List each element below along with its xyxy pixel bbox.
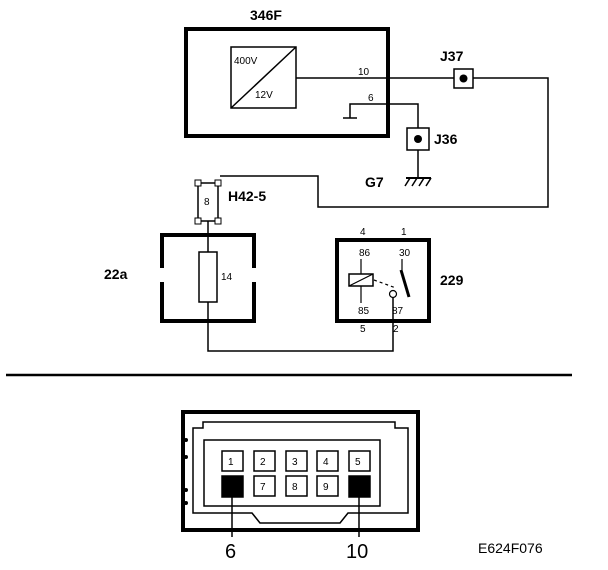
h42-body xyxy=(197,182,219,222)
converter-box xyxy=(184,27,390,138)
h42-tab-tr xyxy=(214,179,222,187)
ground-hatch-4 xyxy=(425,177,432,187)
callout-6-label: 6 xyxy=(225,541,236,563)
housing-detail-4 xyxy=(184,501,188,505)
relay-pin-30: 30 xyxy=(399,248,411,259)
cavity-2-label: 2 xyxy=(260,457,266,468)
cavity-6 xyxy=(221,475,244,498)
figure-id: E624F076 xyxy=(478,540,543,556)
cavity-3 xyxy=(285,450,308,472)
input-voltage-label: 400V xyxy=(234,56,258,67)
cavity-9-label: 9 xyxy=(323,482,329,493)
connector-h42-5: 8 H42-5 xyxy=(194,179,266,225)
connector-face-view: 1 2 3 4 5 7 8 9 6 10 xyxy=(181,410,420,563)
cavity-5-label: 5 xyxy=(355,457,361,468)
relay-label: 229 xyxy=(440,272,464,288)
relay-pin-87: 87 xyxy=(392,306,404,317)
output-voltage-label: 12V xyxy=(255,90,273,101)
relay-229: 229 4 1 5 2 86 30 85 87 xyxy=(335,227,464,335)
fuse-box-outline xyxy=(160,233,256,323)
connector-housing xyxy=(181,410,420,532)
cavity-10 xyxy=(348,475,371,498)
ground-hatch-1 xyxy=(404,177,411,187)
j36-label: J36 xyxy=(434,131,458,147)
ground-label: G7 xyxy=(365,174,384,190)
converter-346f: 346F 400V 12V xyxy=(184,7,390,138)
converter-diagonal xyxy=(230,46,297,109)
wire-j37-to-h42 xyxy=(220,77,549,208)
relay-terminal-1: 1 xyxy=(401,227,407,238)
relay-contact-87 xyxy=(388,289,398,299)
h42-label: H42-5 xyxy=(228,188,266,204)
fuse-box-label: 22a xyxy=(104,266,128,282)
fuse-number-label: 14 xyxy=(221,272,233,283)
relay-coil-diagonal xyxy=(348,273,374,287)
relay-box xyxy=(335,238,431,323)
connector-cavity-block xyxy=(203,439,381,507)
relay-switch-arm xyxy=(399,269,411,298)
relay-terminal-5: 5 xyxy=(360,324,366,335)
cavity-4 xyxy=(316,450,339,472)
h42-tab-bl xyxy=(194,217,202,225)
junction-j37: J37 xyxy=(440,48,474,89)
ground-g7: G7 xyxy=(365,174,432,190)
relay-terminal-4: 4 xyxy=(360,227,366,238)
cavity-1-label: 1 xyxy=(228,457,234,468)
cavity-3-label: 3 xyxy=(292,457,298,468)
ground-hatch-3 xyxy=(418,177,425,187)
h42-tab-br xyxy=(214,217,222,225)
cavity-1 xyxy=(221,450,244,472)
relay-pin-86: 86 xyxy=(359,248,371,259)
ground-hatch-2 xyxy=(411,177,418,187)
housing-detail-2 xyxy=(184,455,188,459)
housing-detail-3 xyxy=(184,488,188,492)
cavity-8 xyxy=(285,475,308,497)
relay-pin-85: 85 xyxy=(358,306,370,317)
relay-terminal-2: 2 xyxy=(393,324,399,335)
cavity-8-label: 8 xyxy=(292,482,298,493)
j36-dot xyxy=(414,135,422,143)
h42-pin-label: 8 xyxy=(204,197,210,208)
junction-j36: J36 xyxy=(406,127,458,151)
cavity-9 xyxy=(316,475,339,497)
cavity-7 xyxy=(253,475,276,497)
callout-10-label: 10 xyxy=(346,541,368,563)
h42-tab-tl xyxy=(194,179,202,187)
j37-dot xyxy=(459,74,468,83)
wires xyxy=(207,77,549,352)
wire-10-label: 10 xyxy=(358,67,370,78)
converter-label: 346F xyxy=(250,7,282,23)
fuse-element xyxy=(198,251,218,303)
cavity-5 xyxy=(348,450,371,472)
wire-fuse-to-relay xyxy=(207,298,394,352)
connector-inner-outline xyxy=(192,421,409,524)
cavity-4-label: 4 xyxy=(323,457,329,468)
housing-detail-1 xyxy=(184,438,188,442)
wire-6-label: 6 xyxy=(368,93,374,104)
fuse-box-22a: 22a 14 xyxy=(104,233,256,323)
relay-actuator-link xyxy=(373,279,397,289)
wire-6-to-j36 xyxy=(349,103,419,128)
cavity-7-label: 7 xyxy=(260,482,266,493)
cavity-2 xyxy=(253,450,276,472)
j37-label: J37 xyxy=(440,48,464,64)
